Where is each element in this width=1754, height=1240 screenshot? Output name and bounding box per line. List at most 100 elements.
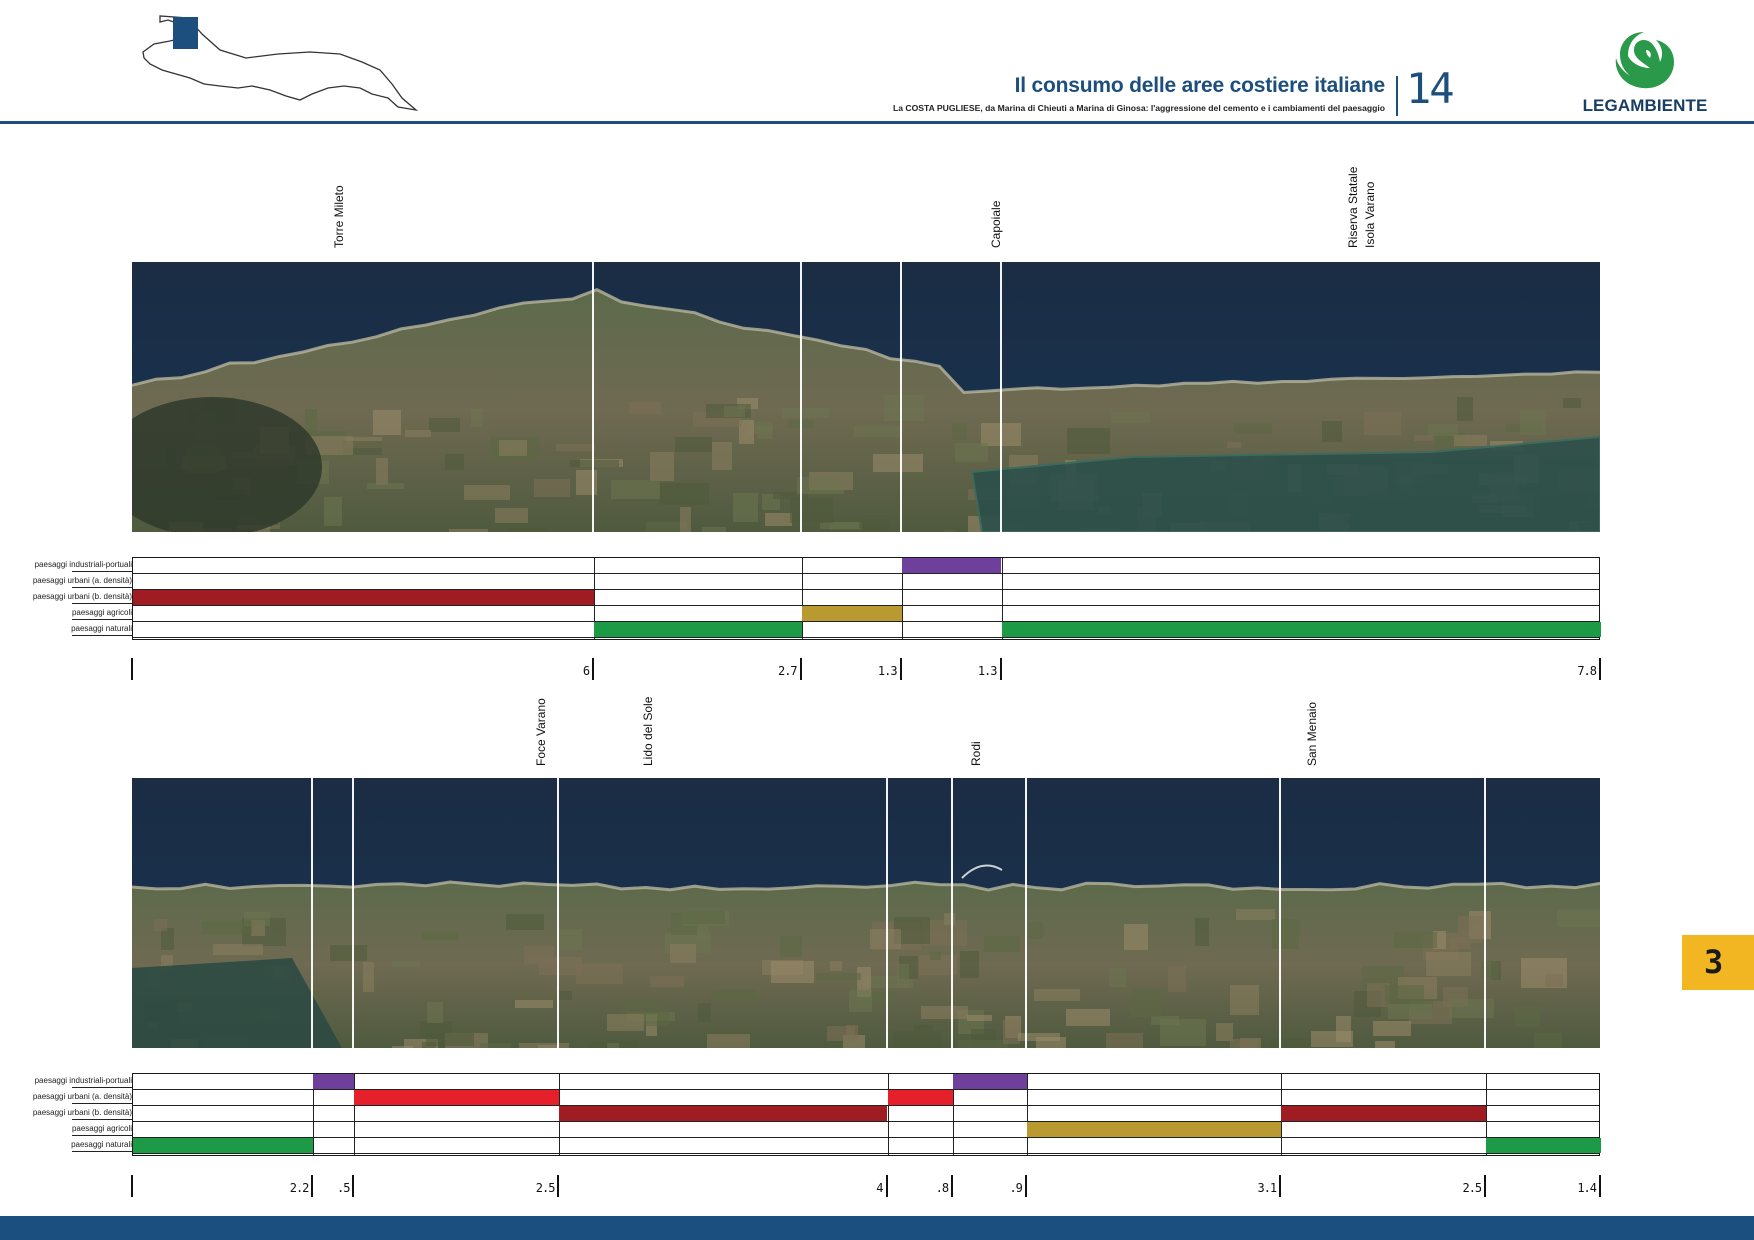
chart-divider xyxy=(953,1074,955,1155)
segment-length-label: 2.2 xyxy=(289,1181,310,1195)
category-label: paesaggi agricoli xyxy=(71,1124,132,1133)
category-label: paesaggi urbani (b. densità) xyxy=(32,1108,132,1117)
category-label-leader xyxy=(72,635,132,636)
chart-divider xyxy=(594,558,596,639)
category-label-leader xyxy=(72,587,132,588)
category-label-leader xyxy=(72,1087,132,1088)
chart-divider xyxy=(901,558,903,639)
chart-row xyxy=(133,606,1599,622)
km-tick xyxy=(1024,1175,1027,1197)
km-tick xyxy=(1279,1175,1282,1197)
document-subtitle: La COSTA PUGLIESE, da Marina di Chieuti … xyxy=(893,103,1385,113)
place-label: San Menaio xyxy=(1304,701,1319,766)
category-label-leader xyxy=(72,603,132,604)
chart-divider xyxy=(1001,558,1003,639)
chart-divider xyxy=(887,1074,889,1155)
category-bar xyxy=(1001,622,1601,637)
km-tick xyxy=(999,658,1002,680)
chart-row xyxy=(133,1138,1599,1154)
place-label: Rodi xyxy=(968,741,983,766)
category-bar xyxy=(801,606,902,621)
category-label: paesaggi naturali xyxy=(71,624,132,633)
category-label: paesaggi industriali-portuali xyxy=(34,1076,132,1085)
km-tick xyxy=(899,658,902,680)
chart-row xyxy=(133,1106,1599,1122)
category-label-leader xyxy=(72,1135,132,1136)
segment-divider xyxy=(899,262,902,532)
category-bar xyxy=(1281,1106,1487,1121)
km-tick xyxy=(1599,658,1601,680)
km-tick xyxy=(885,1175,888,1197)
category-bar xyxy=(887,1090,954,1105)
segment-length-label: 7.8 xyxy=(1577,664,1597,678)
category-label: paesaggi urbani (a. densità) xyxy=(32,1092,132,1101)
category-bar xyxy=(559,1106,888,1121)
category-bar xyxy=(1026,1122,1282,1137)
aerial-photo-image xyxy=(132,778,1600,1048)
chart-divider xyxy=(801,558,803,639)
category-bar xyxy=(1486,1138,1601,1153)
chart-row xyxy=(133,590,1599,606)
segment-length-label: .9 xyxy=(1009,1181,1022,1195)
category-bar xyxy=(953,1074,1027,1089)
landscape-category-chart xyxy=(132,1073,1601,1156)
document-title: Il consumo delle aree costiere italiane xyxy=(1014,74,1386,97)
chart-row xyxy=(133,622,1599,638)
chart-row xyxy=(133,1074,1599,1090)
km-tick xyxy=(352,1175,355,1197)
segment-length-label: .5 xyxy=(336,1181,350,1195)
segment-divider xyxy=(1024,778,1027,1048)
category-bar xyxy=(313,1074,355,1089)
km-tick xyxy=(131,1175,133,1197)
category-label-leader xyxy=(72,1119,132,1120)
km-tick xyxy=(1599,1175,1601,1197)
title-divider xyxy=(1396,76,1398,116)
chart-divider xyxy=(1026,1074,1028,1155)
segment-divider xyxy=(311,778,314,1048)
category-bar xyxy=(594,622,802,637)
segment-length-label: 6 xyxy=(582,664,590,678)
km-tick xyxy=(557,1175,560,1197)
header-rule xyxy=(0,121,1754,124)
place-label: Capoiale xyxy=(988,200,1003,248)
category-label: paesaggi agricoli xyxy=(71,608,132,617)
km-tick xyxy=(131,658,133,680)
segment-length-label: 2.5 xyxy=(535,1181,556,1195)
segment-divider xyxy=(799,262,802,532)
chart-divider xyxy=(354,1074,356,1155)
km-tick xyxy=(1484,1175,1487,1197)
km-tick xyxy=(311,1175,314,1197)
aerial-photo-strip xyxy=(132,262,1600,532)
chart-row xyxy=(133,1090,1599,1106)
segment-length-label: 1.3 xyxy=(877,664,898,678)
category-label: paesaggi urbani (b. densità) xyxy=(32,592,132,601)
legambiente-logo-text: LEGAMBIENTE xyxy=(1582,96,1708,115)
category-label: paesaggi urbani (a. densità) xyxy=(32,576,132,585)
segment-divider xyxy=(592,262,595,532)
km-tick xyxy=(799,658,802,680)
place-label: Riserva Statale xyxy=(1346,166,1361,248)
chart-row xyxy=(133,574,1599,590)
segment-length-label: 1.3 xyxy=(977,664,998,678)
chart-divider xyxy=(1486,1074,1488,1155)
segment-divider xyxy=(885,778,888,1048)
page-number: 14 xyxy=(1406,64,1455,113)
segment-divider xyxy=(951,778,954,1048)
segment-divider xyxy=(352,778,355,1048)
segment-divider xyxy=(557,778,560,1048)
puglia-region-map-icon xyxy=(142,15,419,112)
chart-row xyxy=(133,1122,1599,1138)
chart-row xyxy=(133,558,1599,574)
category-bar xyxy=(133,1138,314,1153)
category-label-leader xyxy=(72,571,132,572)
category-label-leader xyxy=(72,619,132,620)
chart-divider xyxy=(313,1074,315,1155)
place-label: Torre Mileto xyxy=(331,185,346,248)
segment-divider xyxy=(1484,778,1487,1048)
category-bar xyxy=(133,590,595,605)
legambiente-swan-logo-icon xyxy=(1615,32,1674,89)
chapter-tab[interactable]: 3 xyxy=(1682,935,1754,990)
category-label: paesaggi industriali-portuali xyxy=(34,560,132,569)
place-label: Lido del Sole xyxy=(640,696,655,766)
segment-length-label: 2.7 xyxy=(777,664,798,678)
